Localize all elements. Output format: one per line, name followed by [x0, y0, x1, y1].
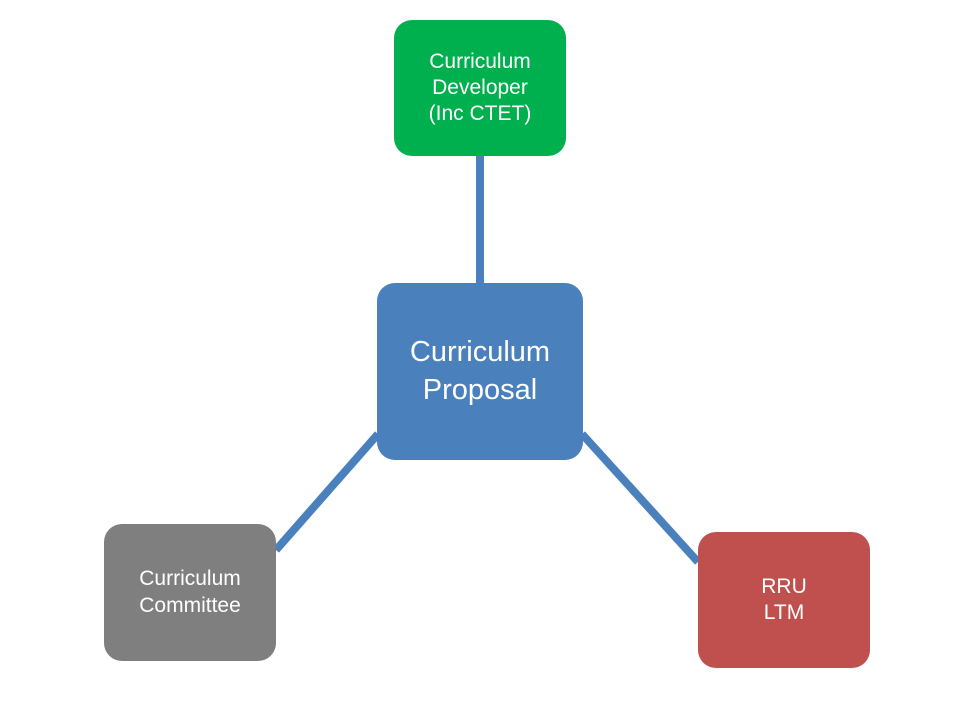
node-rru-ltm: RRU LTM: [698, 532, 870, 668]
node-curriculum-proposal: Curriculum Proposal: [377, 283, 583, 460]
connector-to-curriculum-committee: [272, 431, 382, 553]
node-label: RRU LTM: [761, 574, 807, 624]
node-label: Curriculum Proposal: [409, 335, 551, 406]
connector-to-rru-ltm: [579, 431, 701, 565]
node-curriculum-committee: Curriculum Committee: [104, 524, 276, 661]
node-label: Curriculum Committee: [139, 567, 241, 617]
node-curriculum-developer: Curriculum Developer (Inc CTET): [394, 20, 566, 156]
node-label: Curriculum Developer (Inc CTET): [428, 49, 532, 126]
